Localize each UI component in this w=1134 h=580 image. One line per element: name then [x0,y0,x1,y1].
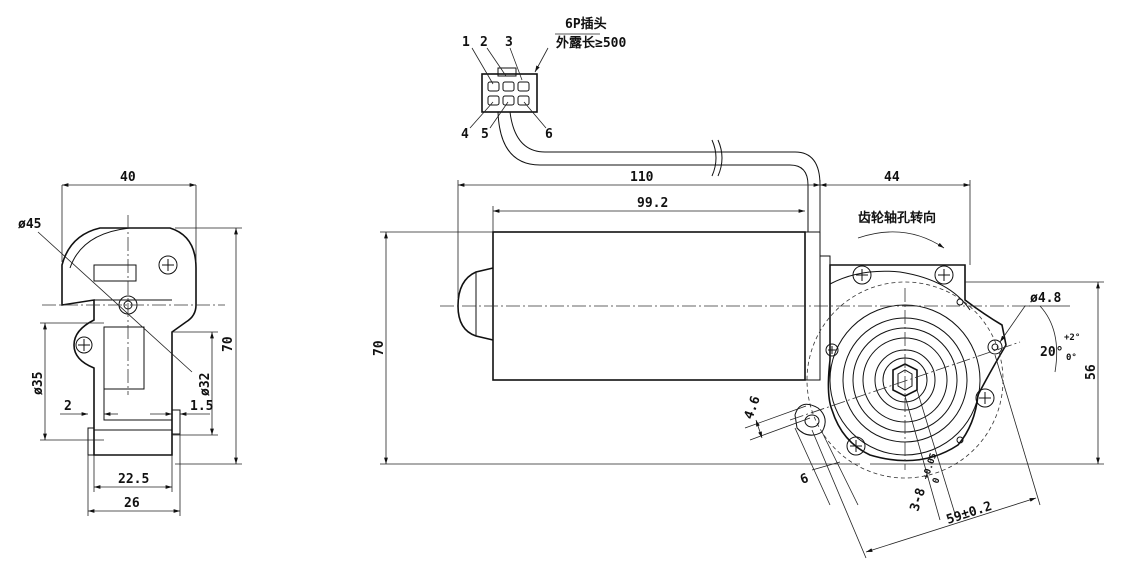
connector-group: 1 2 3 4 5 6 6P插头 外露长≥500 [461,16,821,232]
side-view: ø45 40 70 ø35 ø32 2 1.5 22.5 [18,170,242,516]
cable [497,111,809,232]
dim-length-99-2: 99.2 [637,196,668,211]
screw-icon [975,388,995,408]
dim-width-40: 40 [120,170,136,185]
rotation-arrow [857,231,945,249]
screw-icon [852,265,872,285]
dim-height-70-side: 70 [221,336,236,352]
dim-diameter-35: ø35 [31,372,46,395]
connector-latch [497,67,517,77]
connector-body [481,73,538,113]
dim-diameter-32: ø32 [198,373,213,396]
screw-icon [846,436,866,456]
dim-hex-tol-minus: 0 [931,477,942,485]
screw-icon [75,336,93,354]
dim-1-5: 1.5 [190,399,213,414]
dim-height-70-front: 70 [372,340,387,356]
screw-icon [158,255,178,275]
dim-hex-3-8: 3-8 [908,486,930,513]
dim-height-56: 56 [1084,364,1099,380]
dim-2: 2 [64,399,72,414]
connector-title: 6P插头 [565,16,607,32]
connector-lead-length: 外露长≥500 [555,35,626,51]
screw-icon [825,343,839,357]
pin-label-4: 4 [461,127,469,142]
dim-angle-20: 20° [1040,345,1063,360]
connector-pins [487,81,530,106]
dim-angle-tol-minus: 0° [1066,353,1077,363]
dim-hole-4-8: ø4.8 [1030,291,1061,306]
dim-26: 26 [124,496,140,511]
pin-label-3: 3 [505,35,513,50]
gearbox-outline [827,264,1007,462]
pin-label-1: 1 [462,35,470,50]
side-view-outline [61,227,197,456]
front-view: 齿轮轴孔转向 110 99.2 44 70 56 ø4.8 20° +2° 0° [372,170,1104,559]
pin-label-2: 2 [480,35,488,50]
mount-ear-left [794,403,826,436]
dim-length-44: 44 [884,170,900,185]
dim-4-6: 4.6 [742,394,764,421]
dim-22-5: 22.5 [118,472,149,487]
dim-hex-tol-plus: +0.05 [921,452,939,481]
pin-label-5: 5 [481,127,489,142]
dim-6: 6 [798,471,811,488]
rotation-note: 齿轮轴孔转向 [858,210,936,226]
dim-angle-tol-plus: +2° [1064,333,1080,343]
pin-label-6: 6 [545,127,553,142]
screw-icon [934,265,954,285]
dim-diameter-45: ø45 [18,217,41,232]
mount-hole-right [987,339,1003,355]
dim-length-110: 110 [630,170,654,185]
